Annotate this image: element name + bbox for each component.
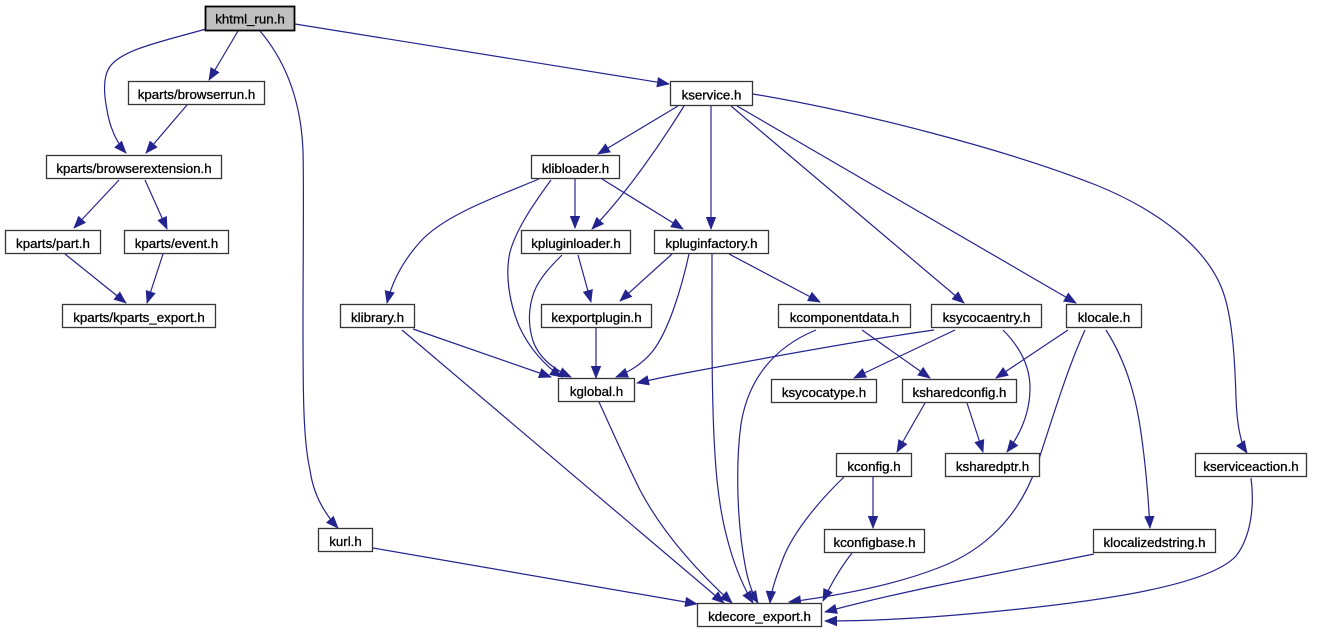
- svg-text:kexportplugin.h: kexportplugin.h: [551, 310, 641, 325]
- svg-text:ksharedptr.h: ksharedptr.h: [956, 459, 1029, 474]
- svg-text:kpluginloader.h: kpluginloader.h: [531, 236, 620, 251]
- svg-text:ksycocaentry.h: ksycocaentry.h: [943, 310, 1031, 325]
- svg-text:kparts/browserrun.h: kparts/browserrun.h: [138, 87, 256, 102]
- svg-text:kdecore_export.h: kdecore_export.h: [708, 609, 811, 624]
- svg-text:kparts/browserextension.h: kparts/browserextension.h: [56, 161, 211, 176]
- svg-text:kparts/kparts_export.h: kparts/kparts_export.h: [73, 310, 205, 325]
- svg-text:kconfig.h: kconfig.h: [847, 459, 900, 474]
- svg-text:khtml_run.h: khtml_run.h: [215, 11, 284, 26]
- svg-text:kcomponentdata.h: kcomponentdata.h: [790, 310, 899, 325]
- svg-text:kparts/part.h: kparts/part.h: [16, 236, 90, 251]
- svg-text:klocale.h: klocale.h: [1078, 310, 1130, 325]
- svg-text:kurl.h: kurl.h: [329, 534, 362, 549]
- svg-text:klibrary.h: klibrary.h: [351, 310, 404, 325]
- svg-text:kparts/event.h: kparts/event.h: [135, 236, 219, 251]
- svg-text:kconfigbase.h: kconfigbase.h: [833, 535, 915, 550]
- svg-text:klibloader.h: klibloader.h: [542, 161, 609, 176]
- svg-text:kservice.h: kservice.h: [682, 88, 742, 103]
- svg-text:ksycocatype.h: ksycocatype.h: [782, 385, 866, 400]
- svg-text:kglobal.h: kglobal.h: [570, 384, 623, 399]
- svg-text:kserviceaction.h: kserviceaction.h: [1203, 459, 1298, 474]
- svg-text:kpluginfactory.h: kpluginfactory.h: [665, 236, 757, 251]
- svg-text:ksharedconfig.h: ksharedconfig.h: [913, 385, 1007, 400]
- svg-text:klocalizedstring.h: klocalizedstring.h: [1104, 535, 1206, 550]
